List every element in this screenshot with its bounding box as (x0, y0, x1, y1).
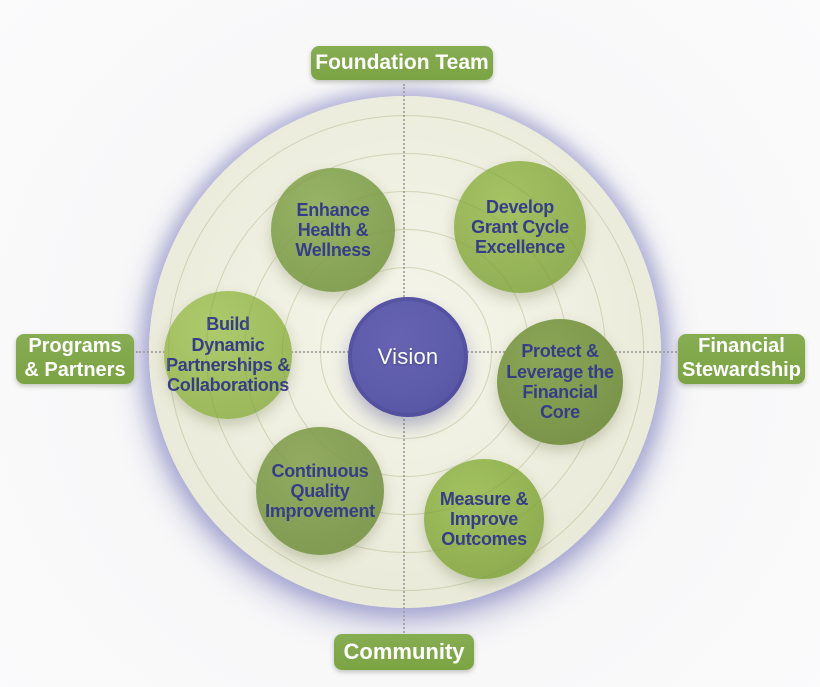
compass-badge-financial-stewardship: Financial Stewardship (678, 334, 805, 384)
satellite-circle-build-dynamic-partnerships: Build Dynamic Partnerships & Collaborati… (164, 291, 292, 419)
satellite-circle-protect-leverage-financial-core: Protect & Leverage the Financial Core (497, 319, 623, 445)
vision-center-circle: Vision (348, 297, 468, 417)
compass-badge-foundation-team: Foundation Team (311, 46, 493, 80)
satellite-label: Protect & Leverage the Financial Core (506, 341, 614, 423)
satellite-label: Measure & Improve Outcomes (439, 488, 529, 550)
compass-badge-programs-partners: Programs & Partners (16, 334, 134, 384)
satellite-label: Continuous Quality Improvement (265, 460, 375, 522)
satellite-circle-develop-grant-cycle-excellence: Develop Grant Cycle Excellence (454, 161, 586, 293)
vision-label: Vision (377, 344, 439, 369)
satellite-label: Build Dynamic Partnerships & Collaborati… (166, 314, 290, 396)
satellite-label: Enhance Health & Wellness (295, 199, 371, 261)
compass-badge-community: Community (334, 634, 474, 670)
satellite-circle-enhance-health-wellness: Enhance Health & Wellness (271, 168, 395, 292)
satellite-label: Develop Grant Cycle Excellence (471, 196, 569, 258)
satellite-circle-continuous-quality-improvement: Continuous Quality Improvement (256, 427, 384, 555)
satellite-circle-measure-improve-outcomes: Measure & Improve Outcomes (424, 459, 544, 579)
